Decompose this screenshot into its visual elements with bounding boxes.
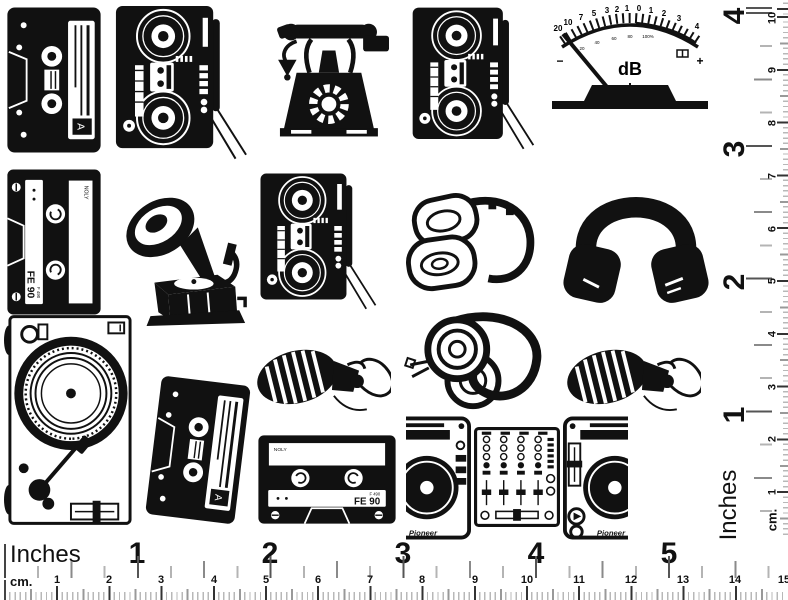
headphones-icon	[558, 164, 714, 306]
right-cm-number: 3	[766, 383, 779, 391]
right-cm-label: cm.	[764, 508, 780, 532]
dj-setup-stamp: Pioneer Pioneer	[406, 416, 628, 544]
boombox-3-stamp	[248, 168, 388, 312]
telephone-stamp	[252, 6, 404, 144]
cassette-horizontal-stamp	[256, 430, 398, 528]
cassette-vertical-3-stamp	[136, 374, 260, 526]
right-cm-number: 8	[766, 119, 779, 127]
bottom-cm-number: 10	[520, 574, 534, 586]
right-cm-number: 9	[766, 66, 779, 74]
right-cm-number: 4	[766, 330, 779, 338]
dj-mixer-icon	[474, 416, 560, 538]
right-inches-label: Inches	[715, 469, 742, 541]
right-cm-number: 1	[766, 488, 779, 496]
boombox-2-stamp	[402, 2, 544, 152]
vu-pct-60: 60	[611, 36, 617, 41]
cdj-deck-icon: Pioneer	[563, 416, 628, 540]
headphones-black-stamp	[556, 162, 716, 308]
vu-pct-80: 80	[627, 34, 633, 39]
bottom-cm-number: 7	[366, 574, 374, 586]
cdj-brand: Pioneer	[409, 529, 438, 538]
rotary-telephone-icon	[254, 8, 402, 142]
vu-scale-p4: 4	[695, 22, 700, 31]
vu-scale-p1: 1	[649, 6, 654, 15]
vu-unit: dB	[618, 59, 642, 79]
ruler-zero-line	[4, 580, 6, 600]
turntable-stamp	[0, 306, 138, 534]
vu-scale-1: 1	[625, 5, 630, 13]
bottom-cm-number: 3	[157, 574, 165, 586]
vu-pct-40: 40	[594, 40, 600, 45]
cassette-vertical-2-stamp	[2, 166, 106, 318]
boombox-icon	[259, 172, 377, 310]
vu-scale-5: 5	[592, 9, 597, 18]
vu-minus: −	[556, 54, 563, 68]
right-cm-number: 7	[766, 172, 779, 180]
headphones-outline-stamp	[394, 178, 542, 298]
vu-plus: +	[696, 54, 703, 68]
right-cm-number: 6	[766, 225, 779, 233]
vu-scale-0: 0	[637, 5, 642, 13]
right-inch-ticks	[744, 0, 772, 536]
vu-scale-3: 3	[605, 6, 610, 15]
bottom-cm-number: 2	[105, 574, 113, 586]
bottom-cm-ticks	[4, 586, 786, 600]
bottom-inches-label: Inches	[10, 541, 81, 568]
right-cm-ticks	[777, 0, 788, 536]
cassette-tape-icon	[257, 434, 397, 524]
bottom-cm-number: 15	[777, 574, 788, 586]
bottom-inch-number: 5	[660, 537, 678, 570]
vu-scale-2: 2	[615, 5, 620, 14]
bottom-cm-number: 4	[210, 574, 218, 586]
ruler-zero-line	[4, 544, 6, 578]
bottom-cm-number: 6	[314, 574, 322, 586]
microphone-2-stamp	[550, 324, 702, 424]
vu-scale-p2: 2	[662, 9, 667, 18]
cassette-vertical-1-stamp	[2, 4, 106, 156]
bottom-cm-number: 8	[418, 574, 426, 586]
turntable-icon	[4, 310, 134, 530]
bottom-inch-number: 2	[261, 537, 279, 570]
cdj-deck-icon: Pioneer	[406, 416, 471, 540]
headphones-icon	[398, 308, 546, 414]
cassette-tape-icon	[143, 374, 253, 526]
vu-pct-20: 20	[579, 46, 585, 51]
cassette-tape-icon	[5, 6, 103, 154]
vu-scale-20: 20	[554, 24, 563, 33]
retro-microphone-icon	[249, 339, 391, 414]
vu-meter-icon: 20 10 7 5 3 2 1 0 1 2 3 4 20 40 60 80 10…	[552, 5, 708, 109]
right-inch-number: 3	[718, 140, 751, 158]
boombox-icon	[114, 4, 248, 160]
bottom-inch-number: 3	[394, 537, 412, 570]
vu-scale-7: 7	[579, 13, 584, 22]
right-inch-number: 2	[718, 273, 751, 291]
bottom-inch-number: 4	[527, 537, 545, 570]
vu-meter-stamp: 20 10 7 5 3 2 1 0 1 2 3 4 20 40 60 80 10…	[548, 4, 712, 110]
cassette-tape-icon	[6, 168, 102, 316]
right-cm-number: 5	[766, 277, 779, 285]
bottom-cm-number: 12	[624, 574, 638, 586]
vu-scale-10: 10	[564, 18, 573, 27]
right-inch-number: 4	[718, 7, 751, 25]
bottom-cm-number: 1	[53, 574, 61, 586]
boombox-icon	[411, 6, 535, 150]
bottom-cm-label: cm.	[10, 574, 33, 589]
cdj-brand: Pioneer	[597, 529, 626, 538]
bottom-inch-number: 1	[128, 537, 146, 570]
bottom-cm-number: 13	[676, 574, 690, 586]
headphones-folded-stamp	[396, 306, 548, 416]
right-inch-number: 1	[718, 406, 751, 424]
bottom-cm-number: 11	[573, 574, 585, 586]
headphones-icon	[395, 181, 541, 295]
microphone-1-stamp	[240, 324, 392, 424]
retro-microphone-icon	[559, 339, 701, 414]
vu-pct-100: 100%	[642, 34, 654, 39]
bottom-cm-number: 14	[728, 574, 742, 586]
boombox-1-stamp	[108, 0, 254, 162]
bottom-cm-number: 5	[262, 574, 270, 586]
right-cm-number: 2	[766, 435, 779, 443]
bottom-cm-number: 9	[471, 574, 479, 586]
right-cm-number: 10	[766, 11, 779, 25]
vu-scale-p3: 3	[677, 14, 682, 23]
